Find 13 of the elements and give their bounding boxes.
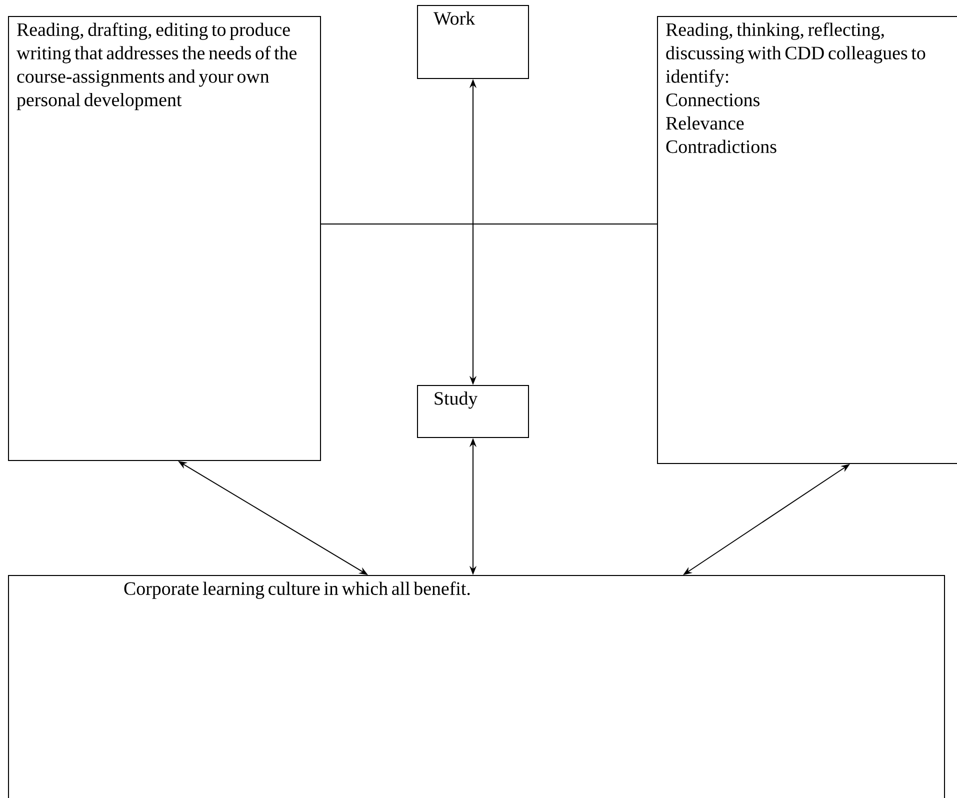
text-box	[417, 5, 529, 79]
box-text: Reading, drafting, editing to produce writing that addresses the needs of the course-assignments and your own personal development	[16, 22, 296, 110]
box-text: Corporate learning culture in which all benefit.	[124, 582, 470, 599]
box-text: Connections	[666, 94, 760, 106]
box-text: Study	[434, 392, 478, 409]
text-box	[8, 16, 321, 461]
text-box	[8, 575, 946, 798]
text-box	[417, 385, 529, 438]
box-text: Contradictions	[666, 140, 776, 154]
box-text: Reading, thinking, reflecting, discussing with CDD colleagues to identify:	[666, 22, 926, 87]
box-text: Work	[434, 12, 476, 25]
box-text: Relevance	[666, 116, 744, 130]
text-box	[657, 16, 957, 464]
